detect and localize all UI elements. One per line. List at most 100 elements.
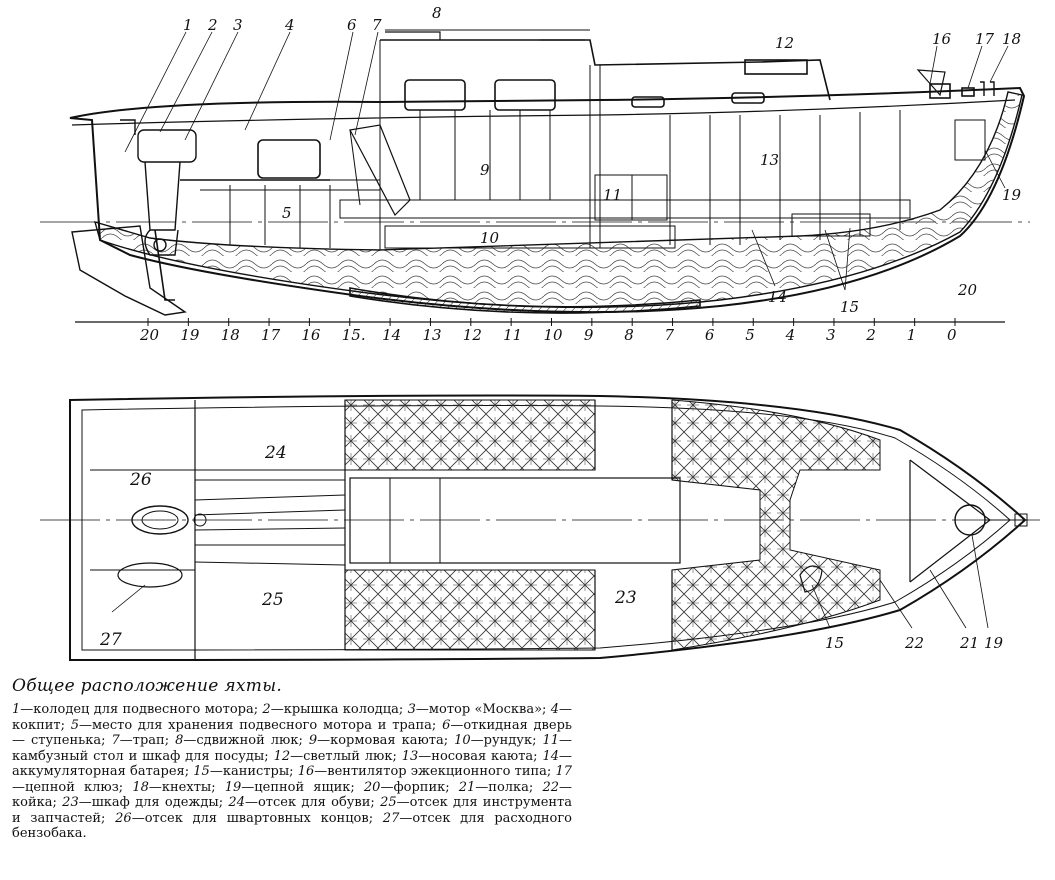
legend-number: 1 [12,702,21,717]
side-view-labels: 1 2 3 4 6 7 8 12 16 17 18 9 13 11 5 10 1… [183,4,1022,316]
callout-2: 2 [207,16,218,34]
station-10: 10 [544,326,564,344]
legend-text: 1—колодец для подвесного мотора; 2—крышк… [12,702,572,842]
station-13: 13 [422,326,441,344]
legend-number: 16 [297,764,315,779]
legend-number: 8 [175,733,184,748]
legend-number: 2 [262,702,271,717]
station-7: 7 [665,326,675,344]
side-view-leader-lines [124,31,1009,291]
legend-number: 12 [273,748,291,764]
callout-18: 18 [1002,30,1021,48]
legend-entry-text: —светлый люк; [290,748,402,764]
legend-entry-text: —форпик; [380,779,459,795]
legend-entry-text: —полка; [475,779,543,795]
legend-entry-text: —кнехты; [148,779,225,795]
plan-label-21: 21 [959,634,979,652]
legend-entry-text: —кормовая каюта; [317,733,455,748]
legend-entry-text: —аккумуляторная батарея; [12,748,572,780]
legend-entry-text: —вентилятор эжекционного типа; [314,764,556,779]
callout-3: 3 [233,16,243,34]
station-4: 4 [785,326,796,344]
legend-number: 24 [228,795,245,810]
legend-entry-text: —колодец для подвесного мотора; [20,702,263,717]
legend-entry-text: —отсек для расходного бензобака. [12,810,572,842]
legend-number: 11 [542,733,559,748]
callout-16: 16 [932,30,952,48]
station-9: 9 [584,326,594,344]
outboard-motor-drawing [120,119,330,256]
callout-11: 11 [603,186,622,204]
callout-17: 17 [975,30,995,48]
plan-label-25: 25 [261,590,284,610]
station-3: 3 [826,326,836,344]
legend-entry-text: —канистры; [209,764,298,779]
legend-entry-text: —крышка колодца; [270,702,408,717]
plan-view-labels: 26 24 25 27 23 15 22 21 19 [99,443,1004,652]
legend-entry-text: —трап; [119,733,176,748]
legend-entry-text: —откидная дверь — ступенька; [12,717,572,749]
legend-number: 23 [62,795,79,810]
legend-number: 5 [70,717,80,733]
plan-label-22: 22 [904,634,924,652]
legend-entry-text: —отсек для швартовных концов; [131,810,383,826]
station-11: 11 [503,326,522,344]
legend-number: 20 [363,779,381,795]
station-5: 5 [745,326,755,344]
callout-9: 9 [480,161,490,179]
station-20: 20 [139,326,160,344]
legend-entry-text: —носовая каюта; [418,748,543,764]
callout-13: 13 [760,151,779,169]
legend-entry-text: —кокпит; [12,702,572,733]
station-12: 12 [463,326,482,344]
legend-number: 17 [555,764,572,779]
figure-caption: Общее расположение яхты. 1—колодец для п… [12,676,572,842]
legend-number: 13 [401,748,419,764]
legend-entry-text: —сдвижной люк; [183,733,309,748]
callout-19: 19 [1002,186,1022,204]
legend-number: 26 [115,810,132,826]
station-19: 19 [180,326,200,344]
legend-entry-text: —цепной ящик; [241,779,364,795]
plan-label-26: 26 [129,470,152,490]
legend-number: 10 [454,733,471,748]
callout-6: 6 [347,16,357,34]
callout-12: 12 [775,34,794,52]
station-15: 15. [342,326,366,344]
station-1: 1 [907,326,917,344]
side-elevation [40,29,1030,323]
caption-title: Общее расположение яхты. [12,676,283,696]
legend-number: 27 [382,810,400,826]
legend-number: 22 [542,779,559,795]
callout-15: 15 [840,298,859,316]
legend-entry-text: —мотор «Москва»; [415,702,551,717]
callout-7: 7 [372,16,382,34]
callout-1: 1 [183,16,193,34]
legend-number: 4 [550,702,559,717]
legend-number: 3 [407,702,416,717]
plan-label-15: 15 [825,634,844,652]
legend-number: 19 [224,779,242,795]
legend-number: 14 [542,748,559,764]
station-14: 14 [382,326,401,344]
callout-14: 14 [768,288,787,306]
callout-5: 5 [282,204,292,222]
legend-entry-text: —камбузный стол и шкаф для посуды; [12,733,572,764]
station-17: 17 [261,326,281,344]
legend-number: 25 [380,795,397,810]
callout-8: 8 [432,4,442,22]
legend-number: 6 [442,717,451,733]
legend-entry-text: —шкаф для одежды; [78,795,229,810]
callout-20: 20 [957,281,978,299]
legend-number: 21 [458,779,476,795]
legend-entry-text: —отсек для инструмента и запчастей; [12,795,572,826]
legend-entry-text: —отсек для обуви; [244,795,381,810]
station-6: 6 [705,326,715,344]
plan-label-23: 23 [614,588,637,608]
legend-number: 7 [111,733,120,748]
legend-number: 9 [308,733,318,748]
legend-number: 18 [132,779,149,795]
